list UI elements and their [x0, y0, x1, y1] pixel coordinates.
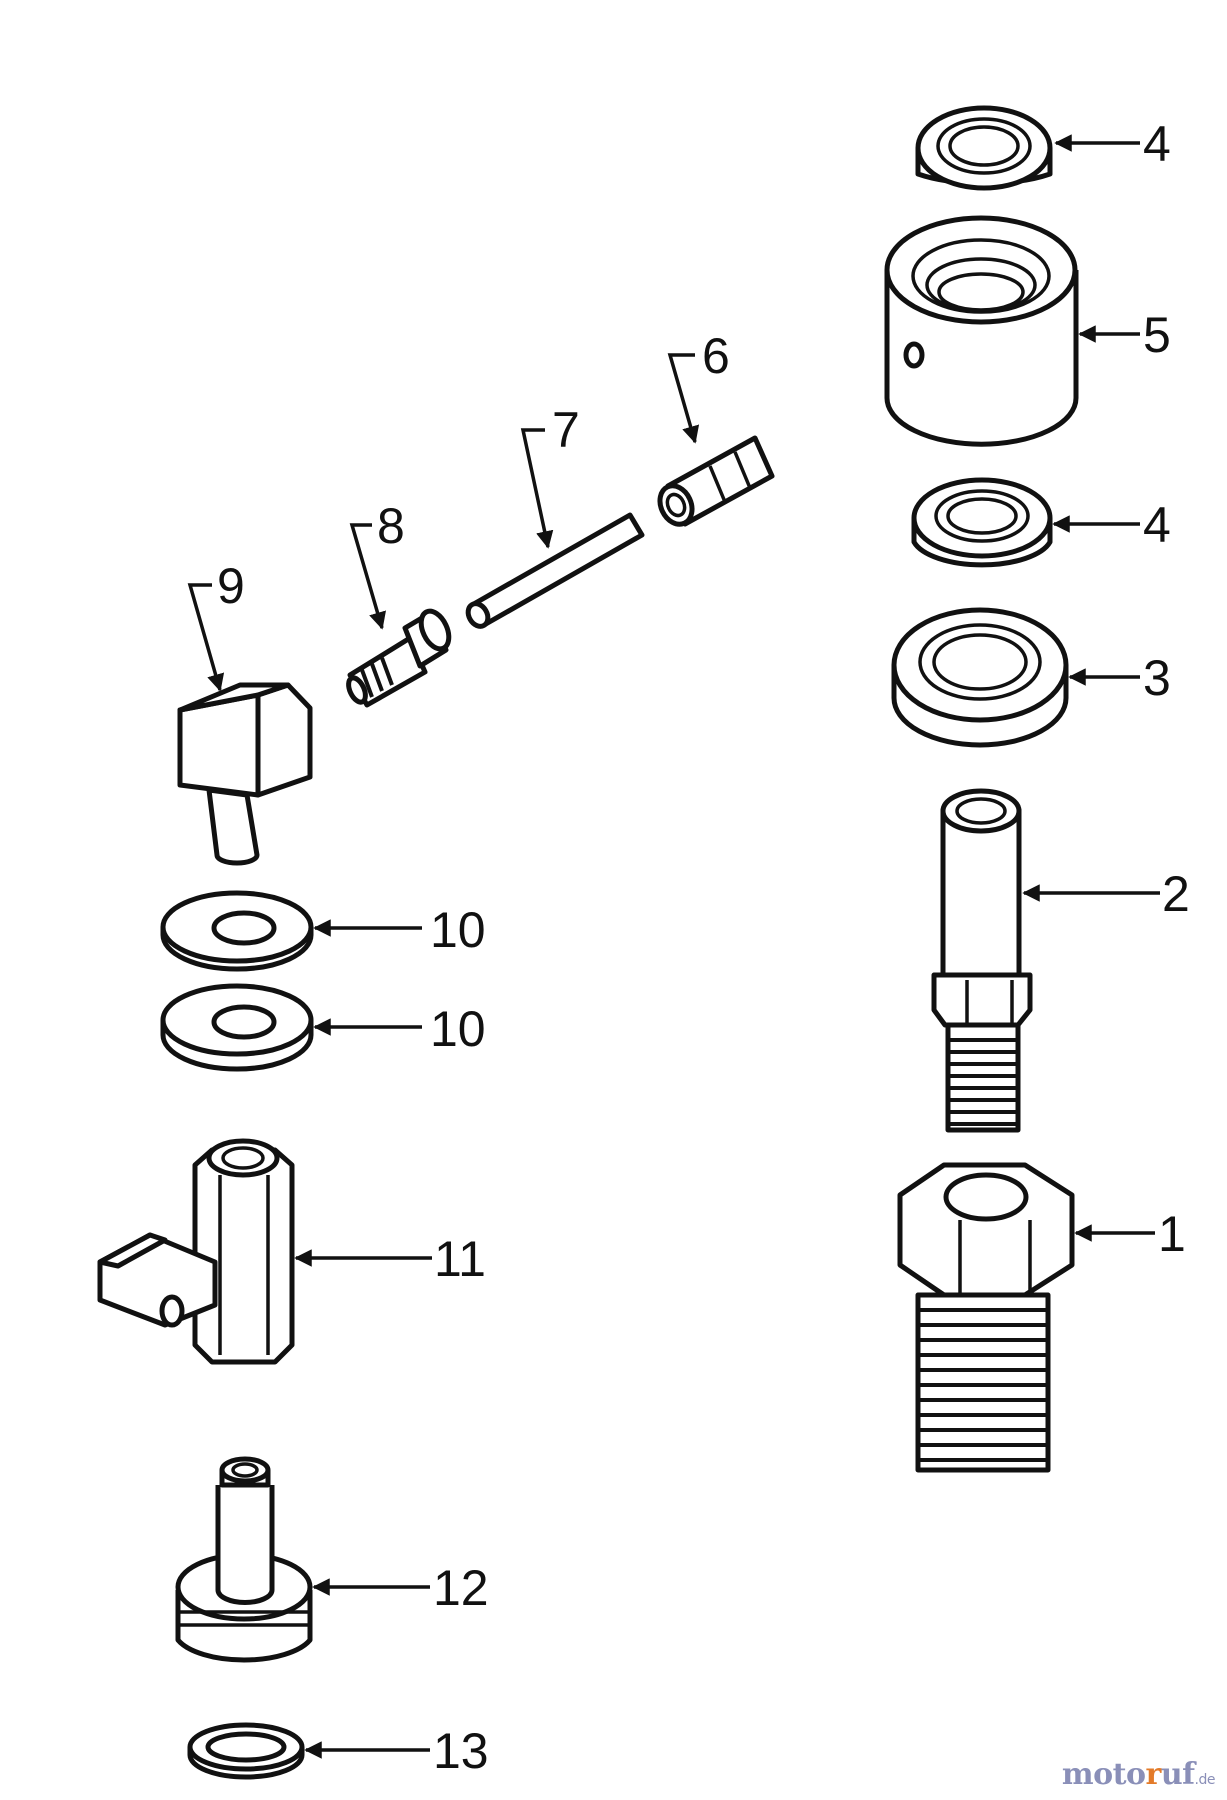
callout-10-lower: 10: [430, 1001, 486, 1057]
callout-8: 8: [377, 498, 405, 554]
watermark-logo: motoruf.de: [1061, 1757, 1216, 1792]
part-4-bearing-top: [915, 105, 1053, 191]
part-13-seal: [187, 1722, 305, 1780]
leader-8: [349, 523, 386, 630]
callout-5: 5: [1143, 307, 1171, 363]
part-4-bearing-lower: [911, 477, 1053, 568]
watermark-accent: r: [1145, 1757, 1162, 1792]
callout-1: 1: [1158, 1206, 1186, 1262]
callout-10-upper: 10: [430, 902, 486, 958]
part-6-coupler: [657, 435, 775, 527]
part-7-pin: [465, 512, 645, 629]
leader-9: [187, 583, 225, 692]
leader-6: [667, 353, 700, 444]
callout-4-top: 4: [1143, 116, 1171, 172]
part-11-tee: [97, 1138, 295, 1365]
part-8-nipple: [346, 608, 452, 708]
part-2-shaft: [931, 788, 1033, 1133]
watermark-tld: .de: [1194, 1772, 1216, 1788]
part-1-fitting: [897, 1162, 1075, 1473]
callout-11: 11: [434, 1231, 486, 1287]
part-3-bearing: [891, 607, 1069, 748]
part-10-washer-lower: [160, 983, 314, 1072]
callout-12: 12: [433, 1560, 489, 1616]
watermark-suffix: uf: [1160, 1757, 1195, 1792]
callout-13: 13: [433, 1723, 489, 1779]
part-5-housing: [884, 215, 1079, 447]
callout-2: 2: [1162, 866, 1190, 922]
part-9-elbow: [177, 682, 313, 866]
part-10-washer-upper: [160, 890, 314, 972]
watermark-prefix: moto: [1061, 1757, 1146, 1792]
callout-4-lower: 4: [1143, 497, 1171, 553]
callout-3: 3: [1143, 650, 1171, 706]
callout-9: 9: [217, 558, 245, 614]
callout-6: 6: [702, 328, 730, 384]
callout-7: 7: [552, 402, 580, 458]
leader-7: [520, 428, 554, 549]
part-12-barb: [175, 1456, 313, 1663]
